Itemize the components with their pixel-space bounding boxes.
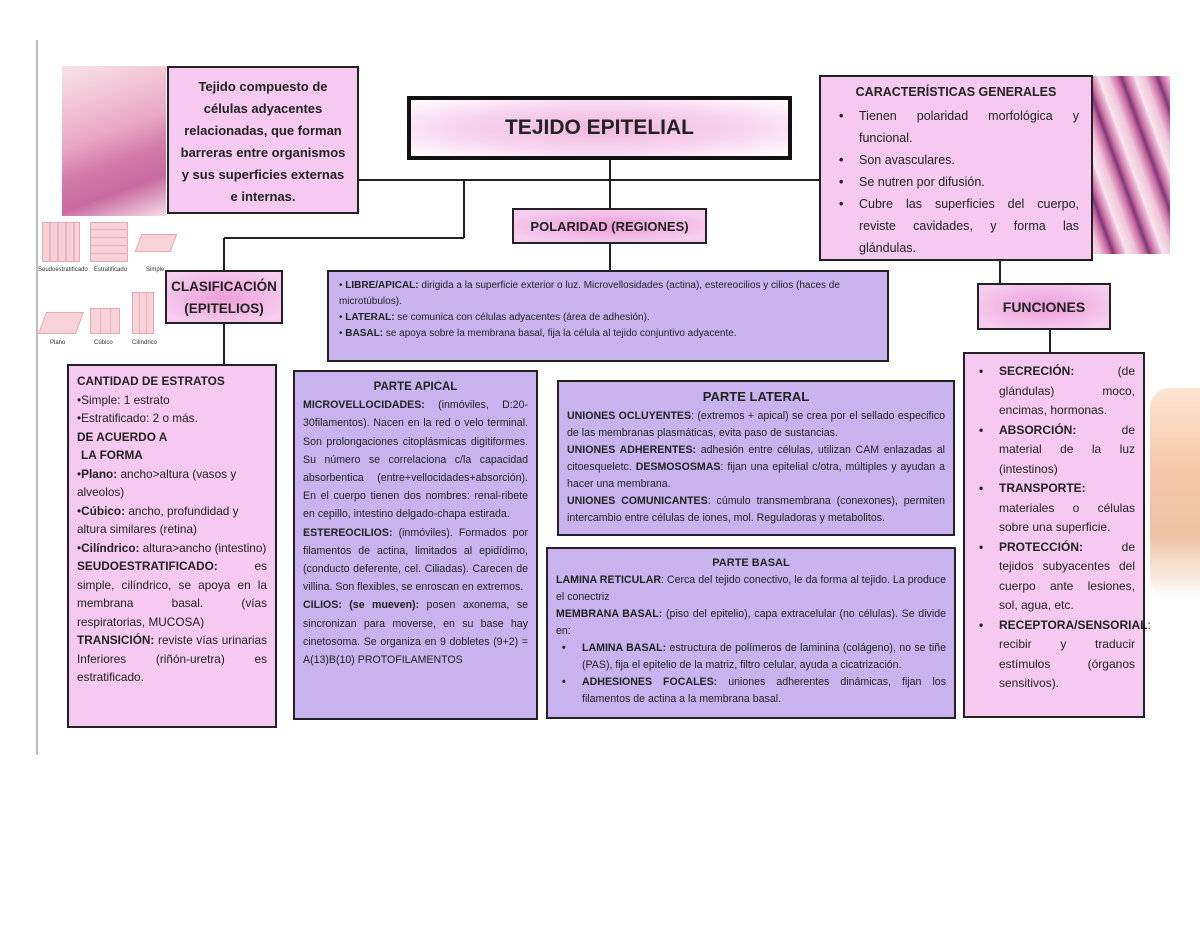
cilios-text: CILIOS: (se mueven): posen axonema, se s… <box>303 599 529 667</box>
polaridad-item-basal: • BASAL: se apoya sobre la membrana basa… <box>339 328 737 339</box>
polaridad-label-box: POLARIDAD (REGIONES) <box>512 208 707 244</box>
parte-basal-box: PARTE BASAL LAMINA RETICULAR: Cerca del … <box>546 547 956 719</box>
caracteristicas-heading: CARACTERÍSTICAS GENERALES <box>855 85 1057 99</box>
polaridad-label: POLARIDAD (REGIONES) <box>530 218 689 234</box>
caracteristica-item: Cubre las superficies del cuerpo, revist… <box>833 193 1079 259</box>
caracteristica-item: Se nutren por difusión. <box>833 171 1079 193</box>
parte-lateral-box: PARTE LATERAL UNIONES OCLUYENTES: (extre… <box>557 380 955 536</box>
histology-stratified-image <box>62 66 166 216</box>
forma-item-plano: •Plano: ancho>altura (vasos y alveolos) <box>77 466 237 500</box>
label-cilindrico: Cilíndrico <box>132 340 158 346</box>
forma-heading-2: LA FORMA <box>81 448 143 462</box>
label-estratificado: Estratificado <box>94 267 128 273</box>
simple-cell-icon <box>134 234 178 252</box>
estratos-heading: CANTIDAD DE ESTRATOS <box>77 374 225 388</box>
adhesiones-focales-item: ADHESIONES FOCALES: uniones adherentes d… <box>556 674 946 708</box>
label-plano: Plano <box>50 340 66 346</box>
label-cubico: Cúbico <box>94 340 113 346</box>
funcion-absorcion: ABSORCIÓN: de material de la luz (intest… <box>973 421 1135 480</box>
lamina-reticular-text: LAMINA RETICULAR: Cerca del tejido conec… <box>556 574 946 603</box>
estratificado-cell-icon <box>90 222 128 262</box>
clasificacion-label-line2: (EPITELIOS) <box>184 301 264 316</box>
lamina-basal-item: LAMINA BASAL: estructura de polímeros de… <box>556 640 946 674</box>
clasificacion-label-line1: CLASIFICACIÓN <box>171 279 277 294</box>
estrato-item: •Simple: 1 estrato <box>77 392 170 407</box>
caracteristica-item: Son avasculares. <box>833 149 1079 171</box>
forma-item-cubico: •Cúbico: ancho, profundidad y altura sim… <box>77 503 239 537</box>
clasificacion-label-box: CLASIFICACIÓN (EPITELIOS) <box>165 270 283 324</box>
funciones-box: SECRECIÓN: (de glándulas) moco, encimas,… <box>963 352 1151 718</box>
cilindrico-cell-icon <box>132 292 154 334</box>
forma-item-cilindrico: •Cilíndrico: altura>ancho (intestino) <box>77 540 267 555</box>
estrato-item: •Estratificado: 2 o más. <box>77 411 198 425</box>
parte-apical-heading: PARTE APICAL <box>373 381 458 393</box>
cubico-cell-icon <box>90 308 120 334</box>
plano-cell-icon <box>37 312 85 334</box>
parte-basal-heading: PARTE BASAL <box>712 557 790 569</box>
parte-apical-box: PARTE APICAL MICROVELLOCIDADES: (inmóvil… <box>293 370 538 720</box>
title-box: TEJIDO EPITELIAL <box>407 96 792 160</box>
caracteristica-item: Tienen polaridad morfológica y funcional… <box>833 105 1079 149</box>
transicion-text: TRANSICIÓN: reviste vías urinarias Infer… <box>77 633 267 684</box>
membrana-basal-text: MEMBRANA BASAL: (piso del epitelio), cap… <box>556 608 946 637</box>
caracteristicas-box: CARACTERÍSTICAS GENERALES Tienen polarid… <box>819 75 1093 261</box>
uniones-adherentes-text: UNIONES ADHERENTES: adhesión entre célul… <box>567 444 945 490</box>
funciones-label-box: FUNCIONES <box>977 283 1111 330</box>
label-seudoestratificado: Seudoestratificado <box>38 267 88 273</box>
seudoestratificado-cell-icon <box>42 222 80 262</box>
parte-lateral-heading: PARTE LATERAL <box>702 389 810 404</box>
microvellocidades-text: MICROVELLOCIDADES: (inmóviles, D:20-30fi… <box>303 399 528 521</box>
polaridad-item-libre: • LIBRE/APICAL: dirigida a la superficie… <box>339 280 840 307</box>
funcion-receptora: RECEPTORA/SENSORIAL: recibir y traducir … <box>973 616 1151 694</box>
forma-heading-1: DE ACUERDO A <box>77 429 168 444</box>
funcion-secrecion: SECRECIÓN: (de glándulas) moco, encimas,… <box>973 362 1135 421</box>
page-title: TEJIDO EPITELIAL <box>504 116 695 139</box>
histology-simple-image <box>1090 76 1170 254</box>
body-figure-image <box>1150 388 1200 598</box>
polaridad-item-lateral: • LATERAL: se comunica con células adyac… <box>339 312 650 323</box>
funcion-proteccion: PROTECCIÓN: de tejidos subyacentes del c… <box>973 538 1135 616</box>
definition-box: Tejido compuesto de células adyacentes r… <box>167 66 359 214</box>
cell-shape-thumbnails: Seudoestratificado Estratificado Simple … <box>37 216 178 351</box>
estereocilios-text: ESTEREOCILIOS: (inmóviles). Formados por… <box>303 526 528 594</box>
uniones-comunicantes-text: UNIONES COMUNICANTES: cúmulo transmembra… <box>567 495 945 524</box>
page-margin-line <box>36 40 38 755</box>
funcion-transporte: TRANSPORTE: materiales o células sobre u… <box>973 479 1135 538</box>
label-simple: Simple <box>146 267 165 273</box>
funciones-label: FUNCIONES <box>1002 298 1086 315</box>
polaridad-regiones-box: • LIBRE/APICAL: dirigida a la superficie… <box>327 270 889 362</box>
uniones-ocluyentes-text: UNIONES OCLUYENTES: (extremos + apical) … <box>567 410 946 439</box>
definition-text: Tejido compuesto de células adyacentes r… <box>180 79 346 204</box>
clasificacion-box: CANTIDAD DE ESTRATOS •Simple: 1 estrato … <box>67 364 277 728</box>
seudoestratificado-text: SEUDOESTRATIFICADO: es simple, cilíndric… <box>77 559 267 629</box>
